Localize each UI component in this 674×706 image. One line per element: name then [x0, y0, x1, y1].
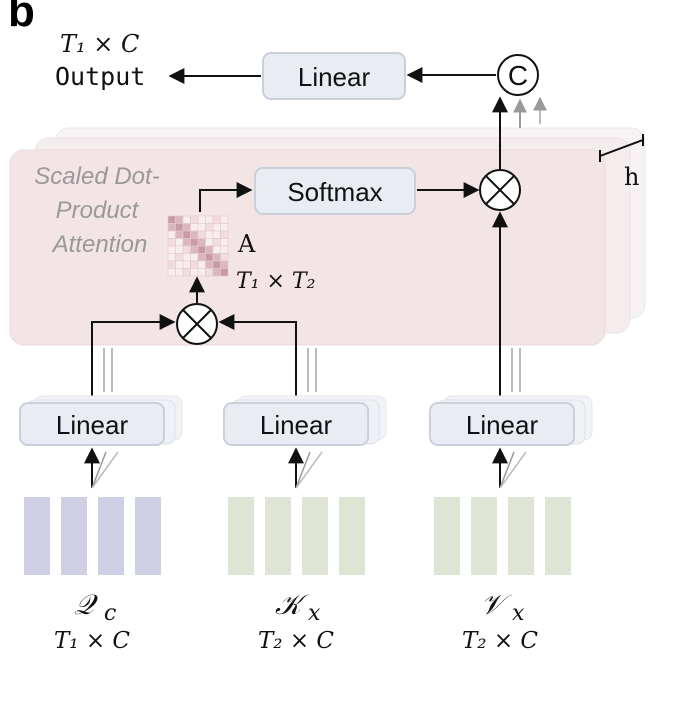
- input-subscript: x: [512, 601, 525, 626]
- token-bar: [61, 497, 87, 575]
- input-symbol: 𝒬: [74, 588, 98, 621]
- head-parallel-lines: [103, 348, 521, 392]
- token-bar: [508, 497, 534, 575]
- output-linear-label: Linear: [298, 62, 371, 92]
- attention-title-line2: Product: [56, 197, 140, 224]
- input-dims: T₂ × C: [462, 628, 538, 654]
- head-count-label: h: [624, 163, 639, 191]
- token-bar: [24, 497, 50, 575]
- token-bar: [265, 497, 291, 575]
- token-bar: [135, 497, 161, 575]
- attention-title-line1: Scaled Dot-: [34, 163, 159, 190]
- input-subscript: x: [308, 601, 321, 626]
- linear-label: Linear: [466, 410, 539, 440]
- attn-matrix-label: A: [237, 230, 256, 258]
- token-bar: [545, 497, 571, 575]
- input-symbol: 𝒱: [480, 588, 512, 621]
- linear-box: [223, 402, 369, 446]
- attention-panel: [9, 149, 606, 346]
- softmax-label: Softmax: [287, 177, 382, 207]
- attention-title-line3: Attention: [51, 231, 148, 258]
- softmax-box: [254, 167, 416, 215]
- concat-symbol: C: [508, 60, 528, 91]
- token-bar: [228, 497, 254, 575]
- multiply-icon: [479, 169, 521, 211]
- token-bar: [471, 497, 497, 575]
- multiply-icon: [176, 303, 218, 345]
- attention-matrix: [167, 215, 229, 277]
- linear-label: Linear: [56, 410, 129, 440]
- panel-label: b: [8, 0, 35, 36]
- concat-icon: [497, 54, 539, 96]
- token-bar: [98, 497, 124, 575]
- input-dims: T₂ × C: [258, 628, 334, 654]
- token-bar: [339, 497, 365, 575]
- token-bar: [434, 497, 460, 575]
- linear-label: Linear: [260, 410, 333, 440]
- attn-matrix-dims: T₁ × T₂: [236, 269, 315, 294]
- linear-box: [429, 402, 575, 446]
- token-bar: [302, 497, 328, 575]
- linear-box: [19, 402, 165, 446]
- output-linear-box: [262, 52, 406, 100]
- head-bracket: [599, 139, 644, 157]
- input-subscript: c: [104, 601, 116, 626]
- input-symbol: 𝒦: [275, 588, 310, 621]
- input-dims: T₁ × C: [54, 628, 130, 654]
- output-dims: T₁ × C: [60, 30, 139, 58]
- output-label: Output: [55, 62, 145, 91]
